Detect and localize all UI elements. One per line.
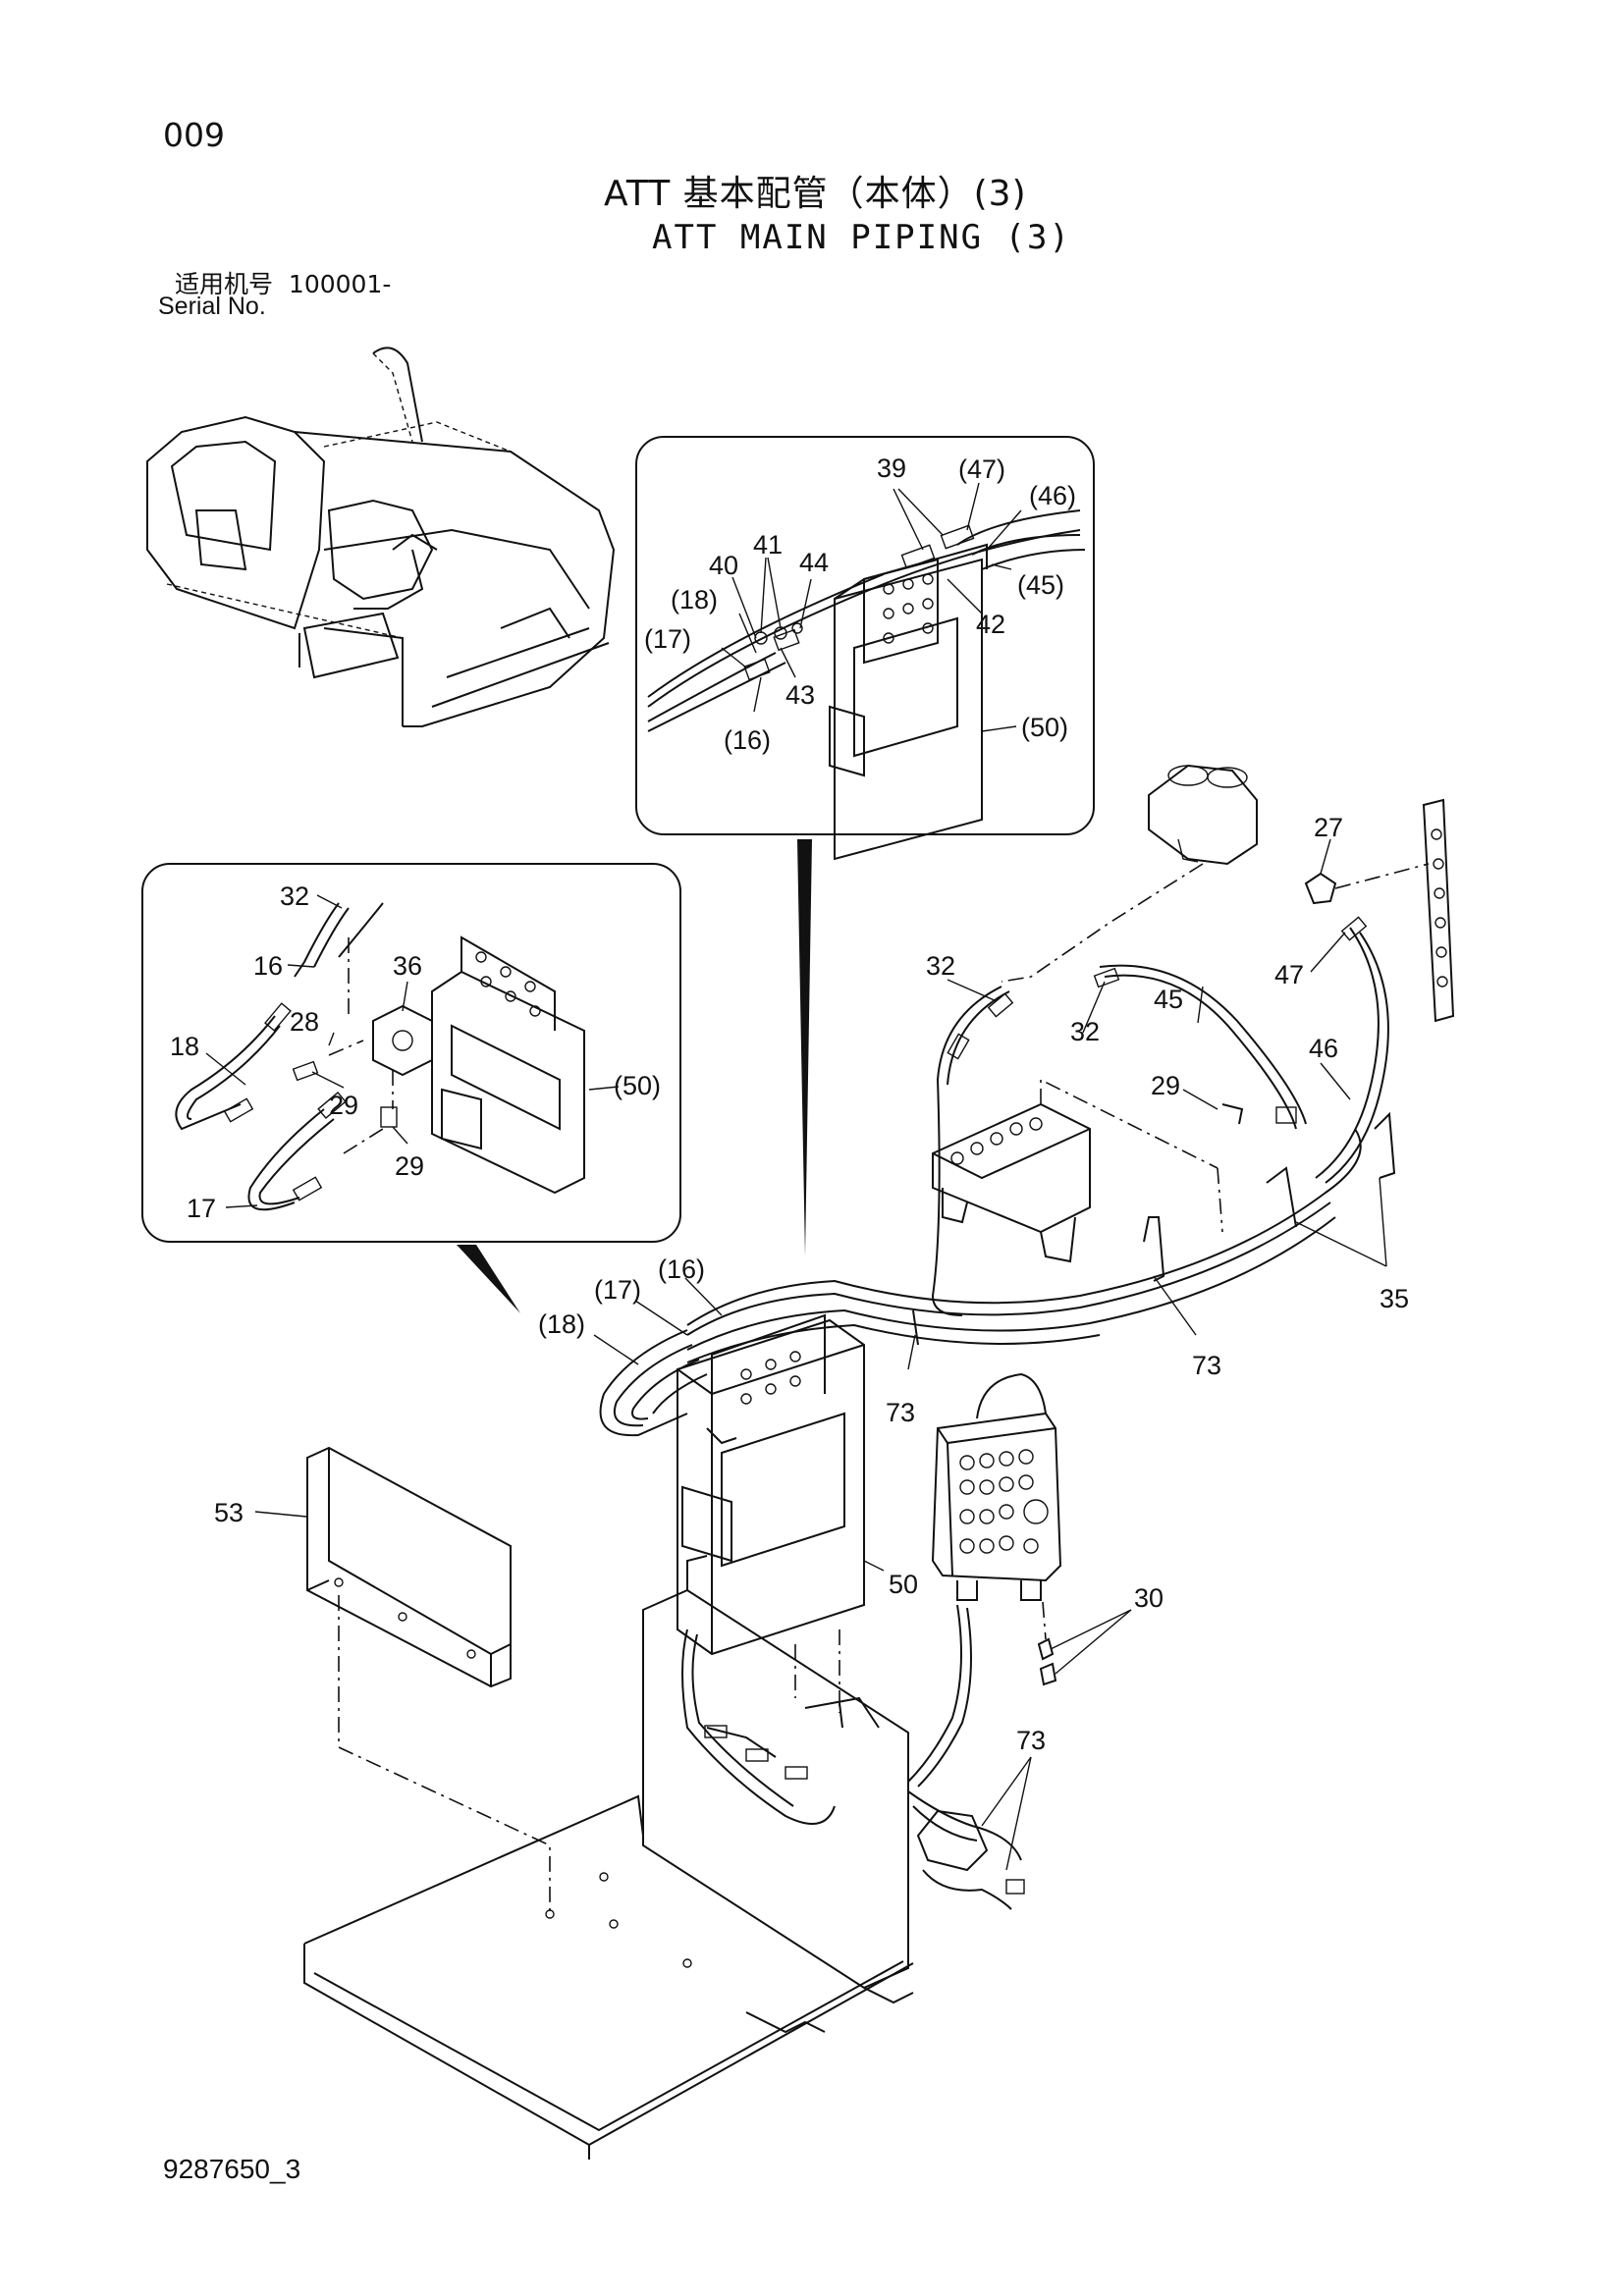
excavator-overview bbox=[146, 347, 616, 727]
callout-16-ref: (16) bbox=[724, 725, 771, 755]
inset-left-detail bbox=[141, 863, 681, 1243]
callout-46: 46 bbox=[1309, 1034, 1338, 1063]
callout-36: 36 bbox=[393, 951, 422, 981]
callout-18-ref: (18) bbox=[671, 585, 718, 614]
callout-39: 39 bbox=[877, 454, 906, 483]
callouts-main: 27 32 47 32 45 46 29 35 73 (16) (17) (18… bbox=[214, 813, 1409, 1755]
title-japanese: ATT 基本配管（本体）(3) bbox=[604, 174, 1027, 214]
callout-29-inset-b: 29 bbox=[395, 1151, 424, 1181]
callout-46-ref: (46) bbox=[1029, 481, 1076, 510]
callout-40: 40 bbox=[709, 551, 738, 580]
callout-32-main-a: 32 bbox=[926, 951, 955, 981]
callout-41: 41 bbox=[753, 530, 783, 560]
callout-73-c: 73 bbox=[1016, 1726, 1046, 1755]
callout-32-inset: 32 bbox=[280, 881, 309, 911]
callout-28: 28 bbox=[290, 1007, 319, 1037]
callout-18-inset: 18 bbox=[170, 1032, 199, 1061]
callouts-inset-left: 32 16 36 28 18 29 (50) 29 17 bbox=[170, 881, 661, 1223]
callout-17-inset: 17 bbox=[187, 1194, 216, 1223]
callout-45-ref: (45) bbox=[1017, 570, 1064, 600]
callout-45: 45 bbox=[1154, 985, 1183, 1014]
callout-44: 44 bbox=[799, 548, 829, 577]
callout-43: 43 bbox=[785, 680, 815, 710]
callouts-inset-top: 39 (47) (46) 41 44 40 (45) (18) 42 (17) … bbox=[644, 454, 1076, 755]
callout-50-ref-left: (50) bbox=[614, 1071, 661, 1100]
callout-50: 50 bbox=[889, 1570, 918, 1599]
inset-left-frame bbox=[141, 863, 681, 1243]
inset-top-frame bbox=[635, 436, 1095, 835]
callout-27: 27 bbox=[1314, 813, 1343, 842]
callout-53: 53 bbox=[214, 1498, 244, 1527]
page-number: 009 bbox=[163, 116, 225, 154]
document-number: 9287650_3 bbox=[163, 2154, 301, 2184]
callout-18-main: (18) bbox=[538, 1309, 585, 1339]
main-leader-lines bbox=[254, 838, 1387, 1871]
serial-label-english: Serial No. bbox=[158, 293, 266, 320]
callout-73-a: 73 bbox=[1192, 1351, 1221, 1380]
callout-17-main: (17) bbox=[594, 1275, 641, 1305]
inset-top-pointer bbox=[797, 839, 812, 1256]
callout-16-inset: 16 bbox=[253, 951, 283, 981]
callout-29-main: 29 bbox=[1151, 1071, 1180, 1100]
serial-number-value: 100001- bbox=[288, 270, 392, 298]
callout-50-ref-top: (50) bbox=[1021, 713, 1068, 742]
callout-16-main: (16) bbox=[658, 1255, 705, 1284]
callout-47: 47 bbox=[1274, 960, 1304, 989]
callout-29-inset-a: 29 bbox=[329, 1091, 358, 1120]
title-english: ATT MAIN PIPING (3) bbox=[652, 218, 1071, 257]
callout-17-ref: (17) bbox=[644, 624, 691, 654]
callout-47-ref: (47) bbox=[958, 454, 1005, 484]
inset-left-pointer bbox=[457, 1245, 520, 1313]
serial-label-japanese: 适用机号 100001- bbox=[175, 265, 391, 300]
callout-30: 30 bbox=[1134, 1583, 1164, 1613]
main-assembly bbox=[303, 764, 1455, 2160]
callout-35: 35 bbox=[1380, 1284, 1409, 1313]
inset-top-detail bbox=[635, 436, 1095, 861]
serial-label-jp: 适用机号 bbox=[175, 270, 274, 298]
callout-73-b: 73 bbox=[886, 1398, 915, 1427]
callout-32-main-b: 32 bbox=[1070, 1017, 1100, 1046]
callout-42: 42 bbox=[976, 610, 1005, 639]
